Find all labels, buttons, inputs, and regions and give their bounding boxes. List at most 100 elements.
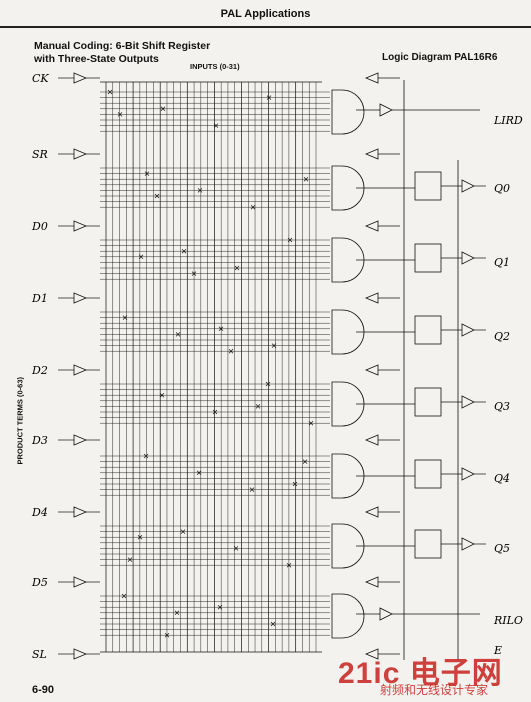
diagram-title: Logic Diagram PAL16R6 <box>382 52 498 63</box>
output-buffer <box>461 323 475 337</box>
feedback-buffer <box>364 148 379 160</box>
fuse-x <box>270 621 276 627</box>
fuse-x <box>174 610 180 616</box>
left-signal-label: D4 <box>31 506 48 519</box>
left-signal-label: D3 <box>31 434 48 447</box>
and-or-gate <box>331 89 365 135</box>
fuse-grid <box>100 81 330 653</box>
output-buffer <box>461 537 475 551</box>
header-title: PAL Applications <box>220 8 311 20</box>
fuse-x <box>218 326 224 332</box>
fuse-x <box>138 254 144 260</box>
feedback-buffer <box>364 292 379 304</box>
and-or-gate <box>331 381 365 427</box>
fuse-x <box>181 248 187 254</box>
feedback-buffer <box>364 434 379 446</box>
fuse-x <box>154 193 160 199</box>
input-buffer <box>73 148 88 160</box>
fuse-x <box>287 237 293 243</box>
fuse-x <box>228 348 234 354</box>
right-signal-label: Q5 <box>494 542 510 555</box>
fuse-x <box>265 381 271 387</box>
d-flipflop <box>414 315 442 345</box>
watermark-subtitle: 射频和无线设计专家 <box>380 683 489 697</box>
fuse-x <box>117 112 123 117</box>
right-signal-label: LIRD <box>493 114 523 127</box>
left-signal-label: D2 <box>31 364 48 377</box>
d-flipflop <box>414 243 442 273</box>
output-buffer <box>461 395 475 409</box>
right-signal-label: Q1 <box>494 256 510 269</box>
wiring <box>58 72 486 660</box>
page-number: 6-90 <box>32 684 55 696</box>
output-buffer <box>379 103 393 117</box>
fuse-x <box>255 404 261 409</box>
right-signal-label: RILO <box>493 614 523 627</box>
fuse-x <box>250 204 256 210</box>
fuse-x <box>217 604 223 610</box>
right-signal-label: E <box>493 644 502 657</box>
output-buffer <box>461 251 475 265</box>
d-flipflop <box>414 529 442 559</box>
d-flipflop <box>414 459 442 489</box>
feedback-buffer <box>364 72 379 84</box>
fuse-x <box>164 632 170 638</box>
fuse-x <box>266 95 272 100</box>
and-or-gate <box>331 309 365 355</box>
input-buffer <box>73 220 88 232</box>
feedback-buffer <box>364 364 379 376</box>
output-buffer <box>379 607 393 621</box>
fuse-x <box>180 529 186 534</box>
fuse-x <box>249 487 255 492</box>
right-signal-label: Q4 <box>494 472 510 485</box>
fuse-x <box>234 265 240 271</box>
feedback-buffer <box>364 506 379 518</box>
and-or-gate <box>331 593 365 639</box>
output-buffer <box>461 179 475 193</box>
fuse-x <box>303 176 309 182</box>
page-header: PAL Applications <box>0 0 531 28</box>
figure-title: Manual Coding: 6-Bit Shift Register with… <box>34 40 224 66</box>
fuse-x <box>144 171 150 176</box>
watermark-logo: 21ic 电子网 <box>338 657 503 690</box>
fuse-x <box>122 315 128 320</box>
left-signal-label: D1 <box>31 292 48 305</box>
inputs-label: INPUTS (0-31) <box>190 62 240 71</box>
fuse-x <box>127 557 133 562</box>
input-buffer <box>73 292 88 304</box>
input-buffer <box>73 72 88 84</box>
fuse-x <box>191 271 197 276</box>
fuse-x <box>292 481 298 487</box>
input-buffer <box>73 434 88 446</box>
left-signal-label: CK <box>32 72 49 85</box>
fuse-x <box>286 562 292 568</box>
and-or-gate <box>331 165 365 211</box>
and-or-gate <box>331 523 365 569</box>
input-buffer <box>73 648 88 660</box>
fuse-x <box>121 593 127 599</box>
input-buffer <box>73 506 88 518</box>
right-signal-label: Q3 <box>494 400 510 413</box>
left-signal-label: D0 <box>31 220 48 233</box>
and-or-gate <box>331 237 365 283</box>
fuse-x <box>213 123 219 128</box>
left-signal-label: SR <box>32 148 48 161</box>
input-buffer <box>73 576 88 588</box>
and-or-gate <box>331 453 365 499</box>
fuse-x <box>160 106 166 112</box>
fuse-x <box>212 409 218 415</box>
fuse-x <box>197 188 203 193</box>
left-signal-label: SL <box>32 648 47 661</box>
figure-title-line1: Manual Coding: 6-Bit Shift Register <box>34 40 211 52</box>
fuse-x <box>233 546 239 551</box>
fuse-x <box>137 534 143 540</box>
fuse-x <box>175 332 181 337</box>
fuse-x <box>107 89 113 95</box>
feedback-buffer <box>364 220 379 232</box>
left-signal-label: D5 <box>31 576 48 589</box>
d-flipflop <box>414 387 442 417</box>
fuse-x <box>302 459 308 464</box>
fuse-x <box>271 343 277 348</box>
